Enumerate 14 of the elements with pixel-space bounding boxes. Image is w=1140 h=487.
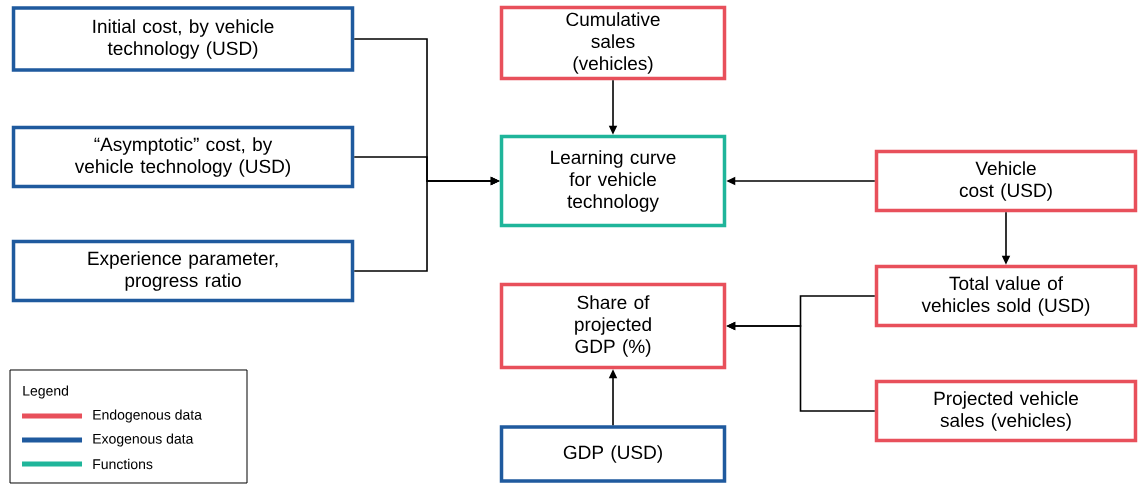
legend-text: Exogenous data xyxy=(93,433,194,447)
process-box: Initial cost, by vehicle technology (USD) xyxy=(11,6,355,72)
process-box: Vehicle cost (USD) xyxy=(874,149,1138,213)
process-box: Projected vehicle sales (vehicles) xyxy=(874,379,1138,443)
process-box: GDP (USD) xyxy=(499,425,727,483)
process-box: “Asymptotic” cost, by vehicle technology (USD) xyxy=(11,125,355,189)
process-box: Total value of vehicles sold (USD) xyxy=(874,264,1138,328)
legend-text: Endogenous data xyxy=(93,409,202,423)
process-box: Learning curve for vehicle technology xyxy=(499,134,727,228)
legend-title: Legend xyxy=(23,385,68,399)
process-box: Cumulative sales (vehicles) xyxy=(499,5,727,81)
process-box: Share of projected GDP (%) xyxy=(499,282,727,370)
process-box: Experience parameter, progress ratio xyxy=(11,239,355,303)
legend-text: Functions xyxy=(93,458,153,470)
